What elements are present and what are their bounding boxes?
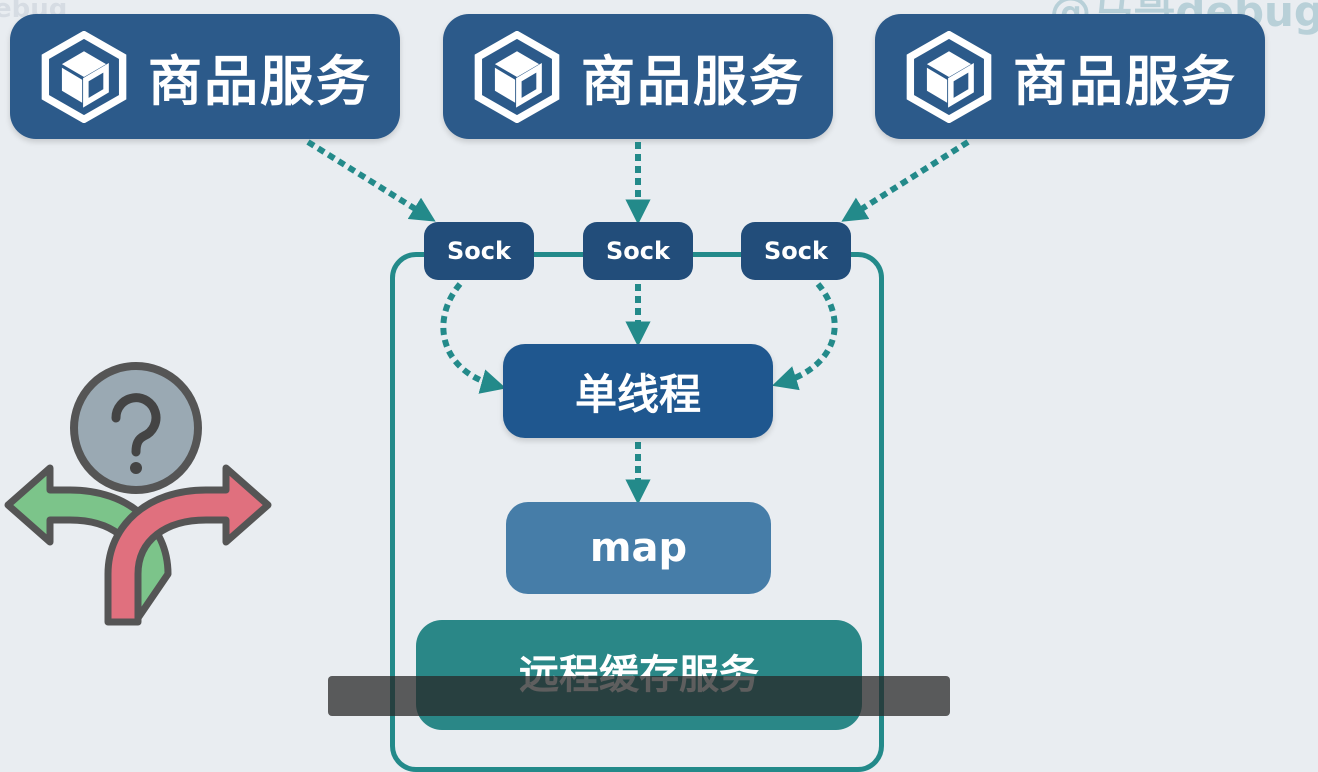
map-box: map bbox=[506, 502, 771, 594]
arrow-sock3-thread bbox=[771, 282, 838, 391]
single-thread-box: 单线程 bbox=[503, 344, 773, 438]
sock-3: Sock bbox=[741, 222, 851, 280]
service-label: 商品服务 bbox=[1013, 50, 1237, 113]
service-label: 商品服务 bbox=[148, 50, 372, 113]
question-fork-icon bbox=[4, 362, 272, 626]
cube-logo-icon bbox=[906, 30, 992, 123]
sock-2: Sock bbox=[583, 222, 693, 280]
video-subtitle bbox=[328, 676, 950, 716]
connector-arrows bbox=[306, 139, 970, 505]
product-service-1: 商品服务 bbox=[10, 14, 400, 139]
service-label: 商品服务 bbox=[581, 50, 805, 113]
sock-1: Sock bbox=[424, 222, 534, 280]
product-service-2: 商品服务 bbox=[443, 14, 833, 139]
arrow-service3-sock3 bbox=[841, 139, 970, 222]
arrow-sock1-thread bbox=[440, 282, 507, 394]
arrow-service1-sock1 bbox=[306, 139, 436, 222]
cube-logo-icon bbox=[41, 30, 127, 123]
product-service-3: 商品服务 bbox=[875, 14, 1265, 139]
cube-logo-icon bbox=[474, 30, 560, 123]
